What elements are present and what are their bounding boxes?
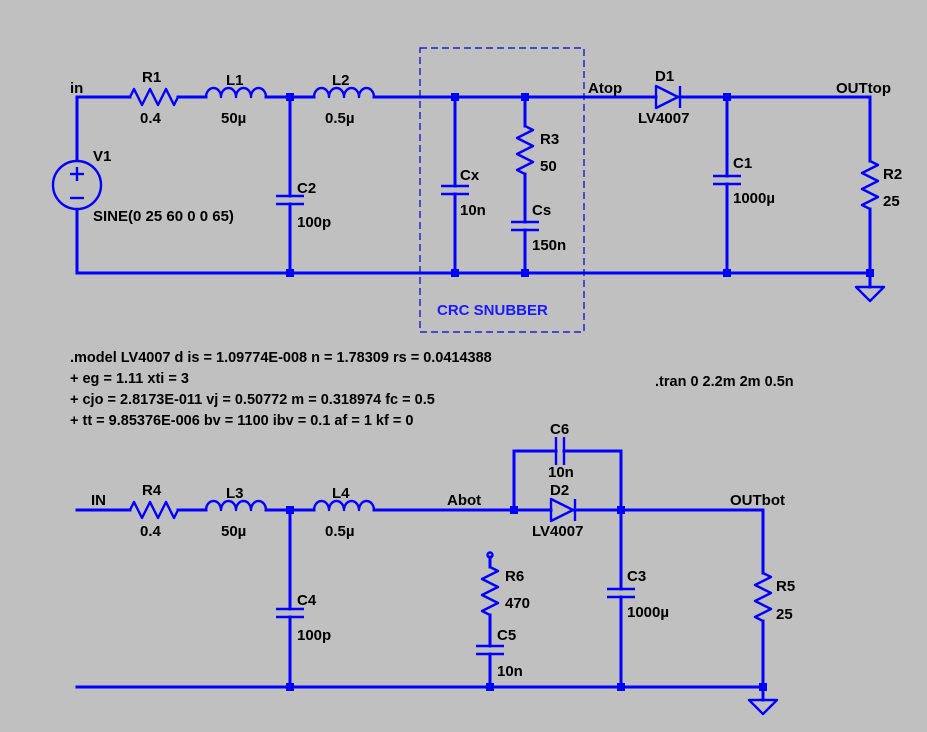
l3-value-label: 50µ bbox=[221, 523, 246, 540]
r6-name-label: R6 bbox=[505, 568, 524, 585]
c3-capacitor-symbol bbox=[607, 587, 635, 599]
r1-value-label: 0.4 bbox=[140, 110, 162, 127]
net-label-outtop: OUTtop bbox=[836, 80, 891, 97]
r2-value-label: 25 bbox=[883, 193, 900, 210]
r1-resistor-symbol bbox=[128, 87, 180, 107]
cs-name-label: Cs bbox=[532, 202, 551, 219]
r4-name-label: R4 bbox=[142, 482, 162, 499]
r4-value-label: 0.4 bbox=[140, 523, 162, 540]
r3-resistor-symbol bbox=[515, 124, 535, 176]
r2-name-label: R2 bbox=[883, 166, 902, 183]
crc-snubber-box bbox=[419, 47, 585, 333]
c1-name-label: C1 bbox=[733, 155, 752, 172]
r6-resistor-symbol bbox=[480, 565, 500, 617]
r5-resistor-symbol bbox=[753, 571, 773, 623]
cx-value-label: 10n bbox=[460, 202, 486, 219]
c1-value-label: 1000µ bbox=[733, 190, 775, 207]
r6-value-label: 470 bbox=[505, 595, 530, 612]
l1-value-label: 50µ bbox=[221, 110, 246, 127]
net-label-IN: IN bbox=[91, 492, 106, 509]
l4-inductor-symbol bbox=[312, 499, 376, 512]
d2-value-label: LV4007 bbox=[532, 523, 583, 540]
l2-inductor-symbol bbox=[312, 86, 376, 99]
top-circuit: CRC SNUBBER in Atop OUTtop V1 SINE(0 25 … bbox=[51, 47, 902, 333]
crc-snubber-label: CRC SNUBBER bbox=[437, 302, 548, 319]
c4-value-label: 100p bbox=[297, 627, 331, 644]
c1-capacitor-symbol bbox=[713, 174, 741, 186]
c5-value-label: 10n bbox=[497, 663, 523, 680]
d2-diode-symbol bbox=[549, 497, 577, 523]
c6-value-label: 10n bbox=[548, 464, 574, 481]
d1-name-label: D1 bbox=[655, 68, 674, 85]
d2-name-label: D2 bbox=[550, 482, 569, 499]
c3-value-label: 1000µ bbox=[627, 604, 669, 621]
c5-capacitor-symbol bbox=[476, 644, 504, 656]
l3-inductor-symbol bbox=[204, 499, 268, 512]
net-label-outbot: OUTbot bbox=[730, 492, 785, 509]
cx-name-label: Cx bbox=[460, 167, 480, 184]
c3-name-label: C3 bbox=[627, 568, 646, 585]
r3-value-label: 50 bbox=[540, 158, 557, 175]
bottom-wires bbox=[75, 449, 765, 702]
r6-open-terminal bbox=[486, 551, 494, 559]
r5-value-label: 25 bbox=[776, 606, 793, 623]
r4-resistor-symbol bbox=[128, 500, 180, 520]
l4-name-label: L4 bbox=[332, 485, 350, 502]
net-label-abot: Abot bbox=[447, 492, 481, 509]
r3-name-label: R3 bbox=[540, 131, 559, 148]
r5-name-label: R5 bbox=[776, 578, 795, 595]
d1-value-label: LV4007 bbox=[638, 110, 689, 127]
model-line-2: + eg = 1.11 xti = 3 bbox=[70, 371, 189, 387]
top-junctions bbox=[286, 93, 874, 277]
l3-name-label: L3 bbox=[226, 485, 244, 502]
model-line-1: .model LV4007 d is = 1.09774E-008 n = 1.… bbox=[70, 350, 492, 366]
net-label-in: in bbox=[70, 80, 83, 97]
model-line-4: + tt = 9.85376E-006 bv = 1100 ibv = 0.1 … bbox=[70, 413, 413, 429]
spice-directives: .model LV4007 d is = 1.09774E-008 n = 1.… bbox=[70, 350, 794, 429]
c2-value-label: 100p bbox=[297, 214, 331, 231]
d1-diode-symbol bbox=[654, 84, 682, 110]
l1-inductor-symbol bbox=[204, 86, 268, 99]
model-line-3: + cjo = 2.8173E-011 vj = 0.50772 m = 0.3… bbox=[70, 392, 435, 408]
r2-resistor-symbol bbox=[860, 159, 880, 211]
v1-source-symbol bbox=[51, 159, 103, 211]
bottom-junctions bbox=[286, 506, 767, 691]
v1-value-label: SINE(0 25 60 0 0 65) bbox=[93, 208, 234, 225]
tran-directive: .tran 0 2.2m 2m 0.5n bbox=[655, 374, 794, 390]
l2-value-label: 0.5µ bbox=[325, 110, 355, 127]
r1-name-label: R1 bbox=[142, 69, 161, 86]
c4-name-label: C4 bbox=[297, 592, 317, 609]
c6-name-label: C6 bbox=[550, 421, 569, 438]
ground-top-symbol bbox=[854, 285, 886, 303]
net-label-atop: Atop bbox=[588, 80, 622, 97]
c4-capacitor-symbol bbox=[276, 607, 304, 619]
bottom-circuit: IN Abot OUTbot R4 0.4 L3 50µ L4 0.5µ C4 … bbox=[75, 421, 795, 716]
c2-capacitor-symbol bbox=[276, 194, 304, 206]
c6-capacitor-symbol bbox=[554, 437, 566, 465]
cs-value-label: 150n bbox=[532, 237, 566, 254]
c2-name-label: C2 bbox=[297, 180, 316, 197]
top-wires bbox=[75, 95, 872, 289]
ground-bottom-symbol bbox=[747, 698, 779, 716]
cs-capacitor-symbol bbox=[511, 220, 539, 232]
l4-value-label: 0.5µ bbox=[325, 523, 355, 540]
l1-name-label: L1 bbox=[226, 72, 244, 89]
c5-name-label: C5 bbox=[497, 627, 516, 644]
v1-name-label: V1 bbox=[93, 148, 111, 165]
cx-capacitor-symbol bbox=[441, 184, 469, 196]
l2-name-label: L2 bbox=[332, 72, 350, 89]
